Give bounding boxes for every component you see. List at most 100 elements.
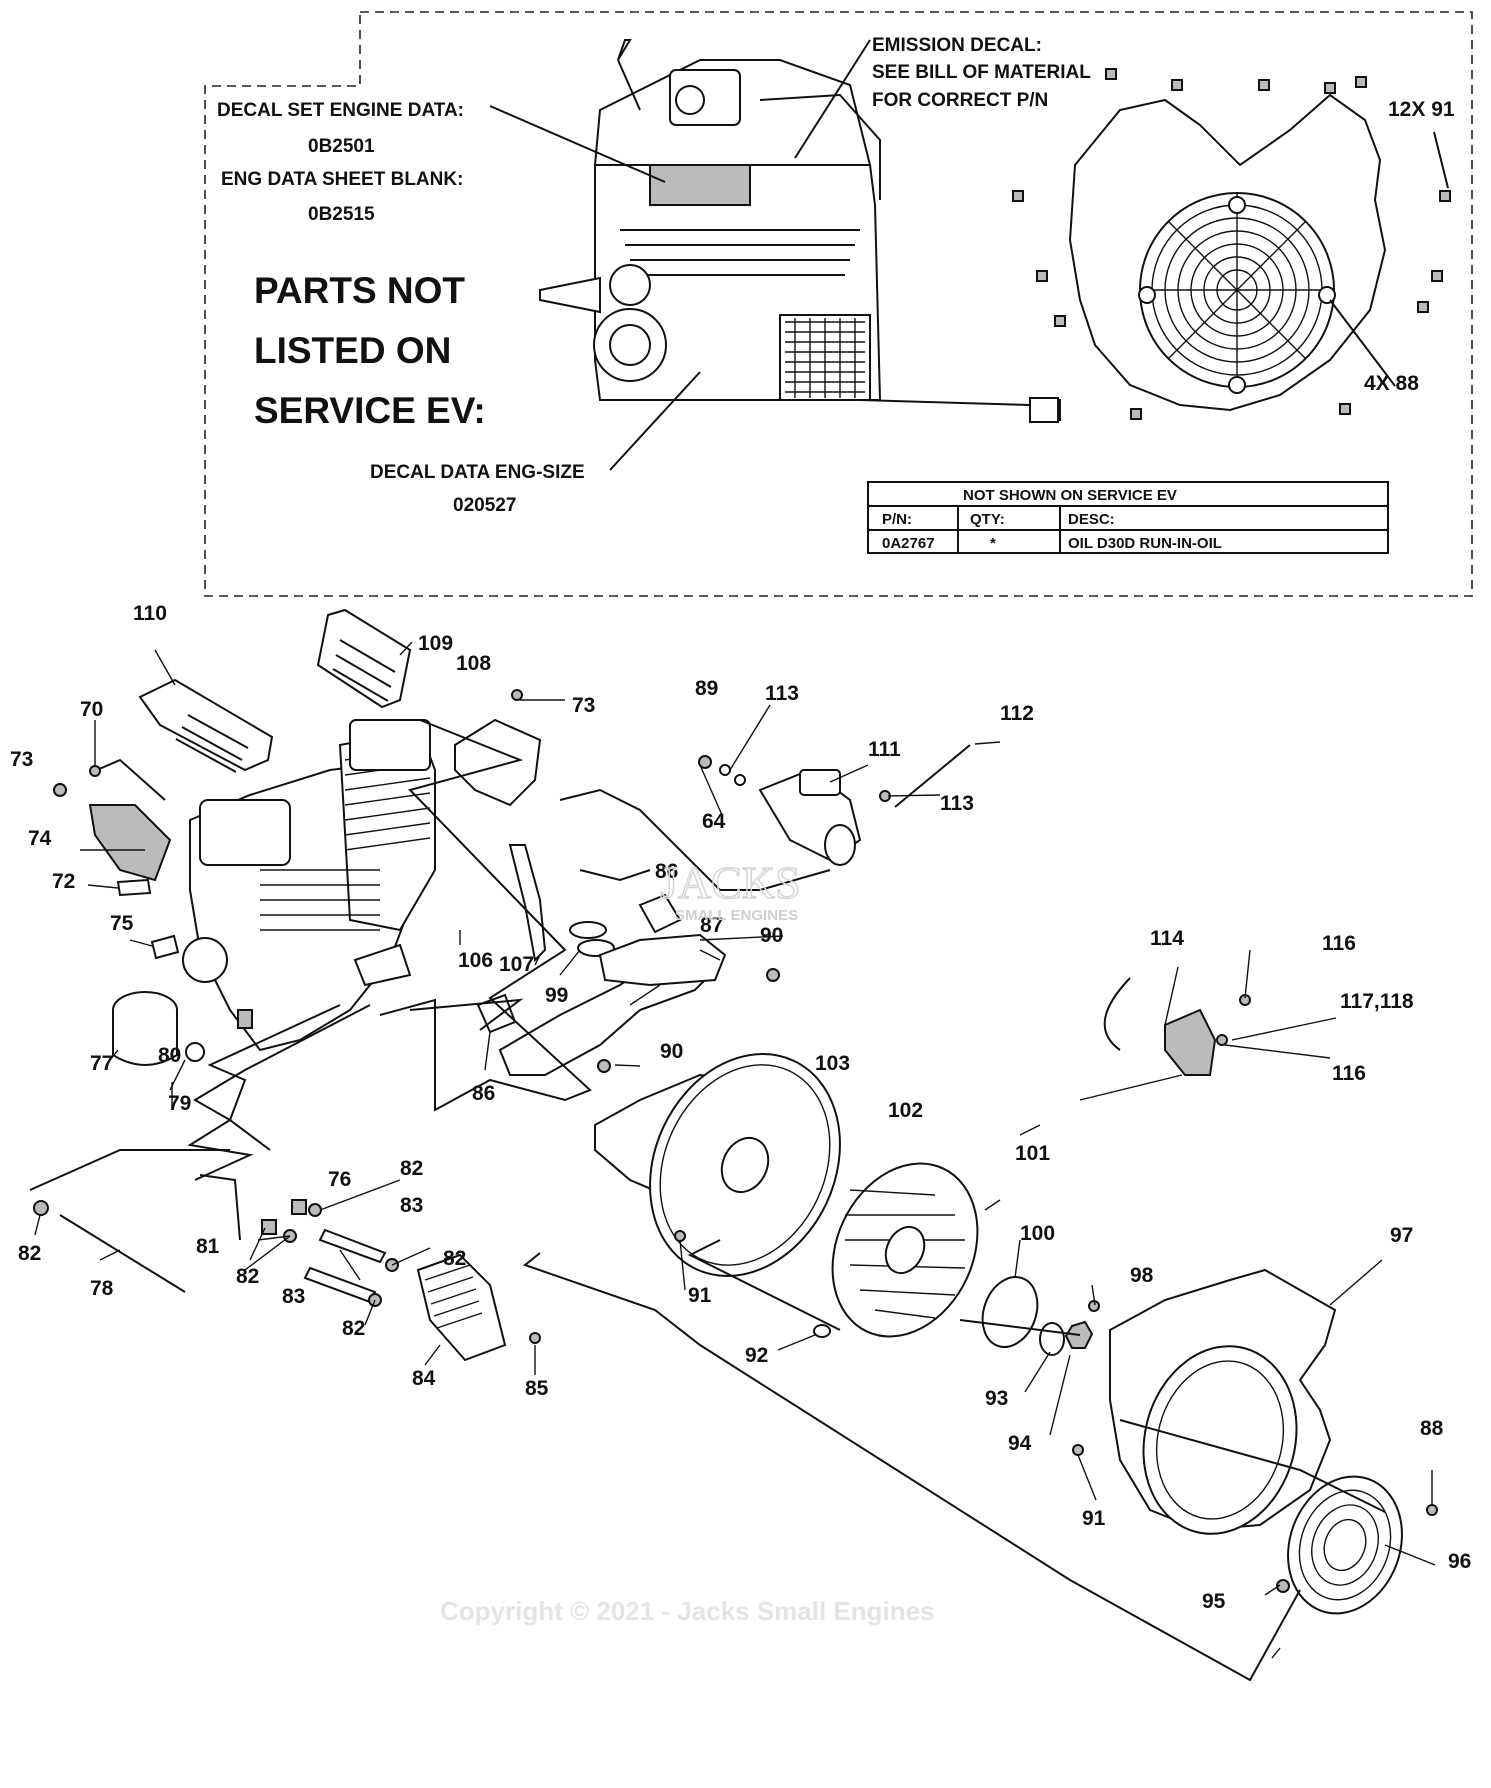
part-110-decal — [138, 678, 274, 773]
callout-70: 70 — [80, 698, 103, 721]
part-96-screen — [1287, 1475, 1403, 1615]
callout-73-left: 73 — [10, 748, 33, 771]
callout-88: 88 — [1420, 1417, 1444, 1440]
callout-89: 89 — [695, 677, 718, 700]
parts-not-listed-1: PARTS NOT — [254, 270, 465, 311]
part-75-sensor — [150, 934, 180, 960]
part-93-washer — [1039, 1322, 1065, 1356]
table-header-qty: QTY: — [970, 511, 1005, 528]
watermark-brand: JACKS — [660, 857, 801, 908]
callout-83-bottom: 83 — [282, 1285, 305, 1308]
callout-87: 87 — [700, 914, 723, 937]
callout-98: 98 — [1130, 1264, 1154, 1287]
emission-decal-1: EMISSION DECAL: — [872, 35, 1042, 56]
callout-82-left: 82 — [18, 1242, 41, 1265]
emission-decal-3: FOR CORRECT P/N — [872, 90, 1048, 111]
callout-116-bottom: 116 — [1332, 1062, 1366, 1085]
callout-81: 81 — [196, 1235, 220, 1258]
callout-86-bottom: 86 — [472, 1082, 495, 1105]
callout-94: 94 — [1008, 1432, 1032, 1455]
callout-82-mid: 82 — [443, 1247, 466, 1270]
table-header-pn: P/N: — [882, 511, 912, 528]
eng-sheet-title: ENG DATA SHEET BLANK: — [221, 169, 463, 190]
not-listed-boundary — [204, 11, 1473, 597]
assembly-lines — [29, 719, 1386, 1682]
watermark-sub: SMALL ENGINES — [675, 907, 798, 924]
callout-74: 74 — [28, 827, 52, 850]
part-86-gasket-a — [638, 893, 682, 934]
table-cell-pn: 0A2767 — [882, 535, 935, 552]
part-109-decal — [316, 608, 412, 709]
part-83-spacer-b — [303, 1266, 377, 1304]
callout-100: 100 — [1020, 1222, 1055, 1245]
callout-90-bottom: 90 — [660, 1040, 683, 1063]
part-106-107-breather — [508, 844, 547, 963]
hardware — [33, 689, 1438, 1593]
callout-84: 84 — [412, 1367, 436, 1390]
bolts-12x91 — [1012, 68, 1451, 420]
callout-83-top: 83 — [400, 1194, 423, 1217]
callout-leaders — [34, 641, 1436, 1659]
callout-111: 111 — [868, 738, 901, 761]
part-108-bracket — [454, 718, 542, 807]
part-111-starter — [758, 768, 862, 866]
callout-116-top: 116 — [1322, 932, 1356, 955]
callout-77: 77 — [90, 1052, 113, 1075]
callout-91-right: 91 — [1082, 1507, 1106, 1530]
callout-82-top: 82 — [400, 1157, 423, 1180]
callout-91-left: 91 — [688, 1284, 712, 1307]
parts-not-listed-3: SERVICE EV: — [254, 390, 486, 431]
parts-not-listed-2: LISTED ON — [254, 330, 451, 371]
part-92-washer — [813, 1324, 831, 1338]
callout-101: 101 — [1015, 1142, 1050, 1165]
callout-73-top: 73 — [572, 694, 595, 717]
decal-set-title: DECAL SET ENGINE DATA: — [217, 100, 464, 121]
callout-85: 85 — [525, 1377, 549, 1400]
notes-leaders — [489, 39, 1449, 471]
part-87-manifold-upper — [598, 933, 727, 987]
part-72-plug — [116, 878, 152, 897]
callout-108: 108 — [456, 652, 491, 675]
part-74-cover — [88, 804, 172, 882]
part-112-bolt — [894, 744, 971, 808]
table-header-desc: DESC: — [1068, 511, 1115, 528]
callout-109: 109 — [418, 632, 453, 655]
eng-sheet-pn: 0B2515 — [308, 204, 375, 225]
callout-102: 102 — [888, 1099, 923, 1122]
callout-106: 106 — [458, 949, 493, 972]
qty-4x88: 4X 88 — [1364, 372, 1419, 395]
part-81-fitting — [261, 1219, 277, 1235]
callout-107: 107 — [499, 953, 534, 976]
callout-64: 64 — [702, 810, 726, 833]
callout-82-lower: 82 — [236, 1265, 259, 1288]
callout-113-right: 113 — [940, 792, 974, 815]
callout-82-bottom: 82 — [342, 1317, 365, 1340]
part-114-harness — [1103, 977, 1217, 1076]
part-102-flywheel — [649, 1053, 841, 1277]
callout-112: 112 — [1000, 702, 1034, 725]
callout-86-top: 86 — [655, 860, 678, 883]
part-80-drain — [185, 1042, 205, 1062]
callout-97: 97 — [1390, 1224, 1413, 1247]
callout-113-top: 113 — [765, 682, 799, 705]
part-76-fitting — [291, 1199, 307, 1215]
callout-114: 114 — [1150, 927, 1184, 950]
qty-12x91: 12X 91 — [1388, 98, 1455, 121]
callout-79: 79 — [168, 1092, 191, 1115]
callout-103: 103 — [815, 1052, 850, 1075]
engine-assembly-drawing — [539, 39, 1061, 423]
decal-size-pn: 020527 — [453, 495, 516, 516]
engine-block-exploded — [182, 719, 436, 1052]
not-shown-table: NOT SHOWN ON SERVICE EV P/N: QTY: DESC: … — [867, 481, 1389, 554]
callout-110: 110 — [133, 602, 167, 625]
watermark-copyright: Copyright © 2021 - Jacks Small Engines — [440, 1596, 935, 1626]
part-78-rod — [59, 1214, 186, 1293]
callout-76: 76 — [328, 1168, 351, 1191]
table-cell-desc: OIL D30D RUN-IN-OIL — [1068, 535, 1222, 552]
callout-78: 78 — [90, 1277, 114, 1300]
callout-92: 92 — [745, 1344, 768, 1367]
part-83-spacer-a — [318, 1228, 387, 1264]
part-100-washer — [981, 1276, 1039, 1348]
callout-95: 95 — [1202, 1590, 1226, 1613]
